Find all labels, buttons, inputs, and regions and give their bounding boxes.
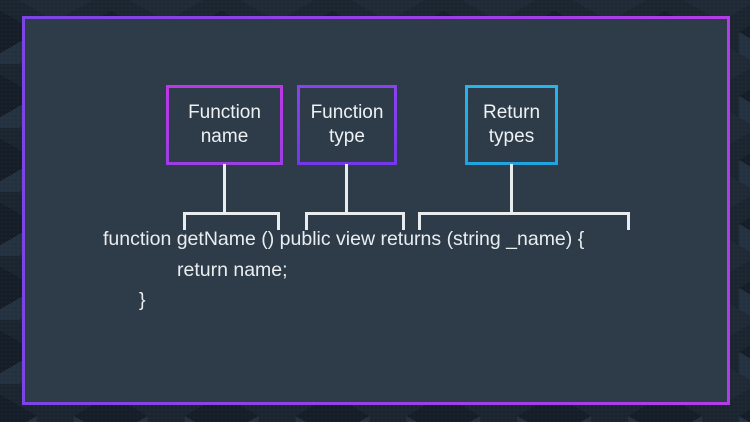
label-box-return-types-text: Return types [482, 102, 541, 147]
label-box-return-types: Return types [465, 85, 558, 165]
slide-panel: Function name Function type Return types… [22, 16, 730, 405]
connector-bracket-function-type [305, 212, 405, 230]
code-line-return-statement: return name; [177, 259, 288, 281]
connector-bracket-return-types [418, 212, 630, 230]
connector-stem-function-name [223, 164, 226, 215]
label-box-function-type: Function type [297, 85, 397, 165]
label-box-function-type-text: Function type [310, 102, 384, 147]
code-line-function-signature: function getName () public view returns … [103, 228, 585, 250]
connector-stem-return-types [510, 164, 513, 215]
code-line-closing-brace: } [139, 289, 146, 311]
connector-stem-function-type [345, 164, 348, 215]
connector-bracket-function-name [183, 212, 280, 230]
label-box-function-name: Function name [166, 85, 283, 165]
label-box-function-name-text: Function name [188, 102, 261, 147]
